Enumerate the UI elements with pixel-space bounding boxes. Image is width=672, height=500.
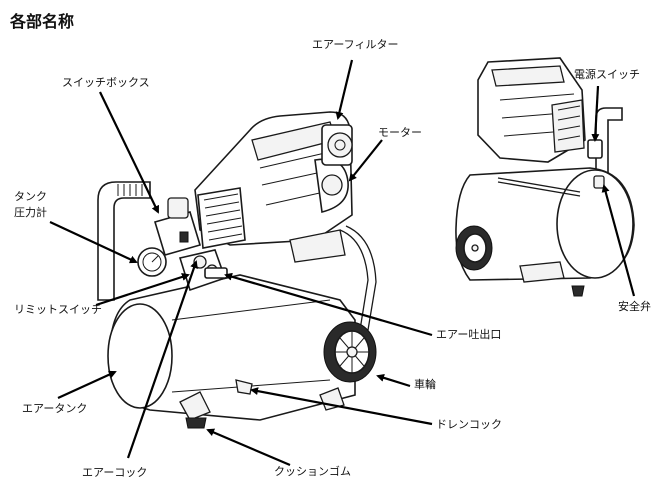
air-filter (321, 124, 353, 166)
label-limit-switch: リミットスイッチ (14, 303, 102, 316)
coiled-hose (497, 177, 581, 197)
wheel-right (455, 225, 493, 271)
vent-grille (197, 187, 246, 249)
label-wheel: 車輪 (414, 378, 436, 391)
label-drain-cock: ドレンコック (436, 418, 502, 431)
pressure-gauge (137, 247, 167, 277)
air-tank (107, 274, 356, 421)
pump-housing-right (477, 57, 586, 163)
leader-lines (49, 59, 636, 467)
power-switch-right (587, 139, 603, 159)
label-tank-gauge-1: タンク (14, 190, 47, 203)
main-compressor (97, 111, 377, 429)
safety-valve-right (593, 175, 605, 189)
leader-switch-box (99, 91, 159, 214)
label-motor: モーター (378, 126, 422, 139)
air-tank-right (455, 167, 635, 281)
leader-safety-valve (601, 184, 636, 297)
wheel (323, 321, 377, 383)
leader-tank-gauge (49, 221, 138, 264)
label-air-outlet: エアー吐出口 (436, 328, 502, 341)
label-safety-valve: 安全弁 (618, 300, 651, 313)
motor (314, 158, 349, 213)
label-air-tank: エアータンク (22, 402, 88, 415)
label-tank-gauge-2: 圧力計 (14, 206, 47, 219)
leader-cushion-rubber (206, 428, 291, 467)
label-power-switch: 電源スイッチ (574, 68, 640, 81)
leader-limit-switch (95, 273, 190, 307)
handle (97, 181, 151, 301)
switch-box (153, 197, 202, 256)
secondary-compressor (455, 57, 635, 297)
leader-air-outlet (224, 272, 433, 337)
leader-power-switch (591, 85, 600, 142)
leader-wheel (376, 373, 411, 388)
page-title: 各部名称 (10, 12, 75, 31)
leader-motor (348, 139, 383, 182)
leader-drain-cock (250, 387, 433, 426)
leader-air-filter (335, 59, 354, 120)
leader-air-tank (57, 370, 117, 400)
label-air-filter: エアーフィルター (312, 38, 399, 51)
leader-air-cock (126, 260, 198, 459)
air-outlet (204, 267, 228, 279)
label-air-cock: エアーコック (82, 466, 148, 479)
label-cushion-rubber: クッションゴム (274, 465, 351, 478)
drain-cock (235, 379, 253, 395)
pump-housing (194, 111, 353, 249)
label-switch-box: スイッチボックス (62, 76, 150, 89)
